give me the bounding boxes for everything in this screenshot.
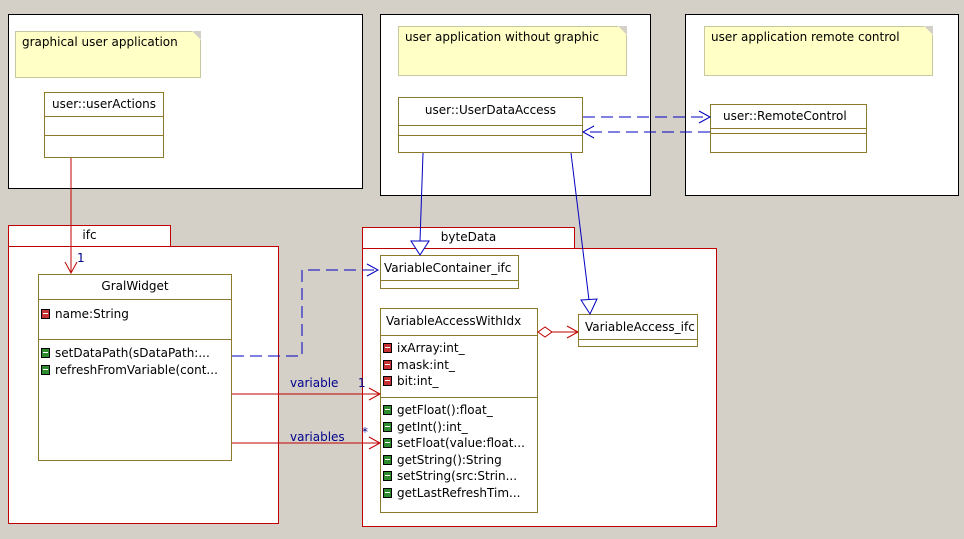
public-operation-icon <box>41 364 50 375</box>
private-attribute-icon <box>383 376 392 386</box>
class-operations: getFloat():float_ getInt():int_ setFloat… <box>381 398 537 501</box>
class-name: VariableAccessWithIdx <box>381 309 537 336</box>
class-variable-container-ifc[interactable]: VariableContainer_ifc <box>380 255 519 289</box>
public-operation-icon <box>41 348 50 358</box>
class-remote-control[interactable]: user::RemoteControl <box>710 104 867 153</box>
public-operation-icon <box>383 405 392 415</box>
operation-row: setString(src:Strin... <box>381 468 537 485</box>
class-attributes <box>399 126 582 136</box>
attribute-label: name:String <box>55 307 129 321</box>
class-attributes: ixArray:int_ mask:int_ bit:int_ <box>381 336 537 398</box>
class-name: GralWidget <box>39 275 231 300</box>
public-operation-icon <box>383 421 392 432</box>
private-attribute-icon <box>383 343 392 353</box>
class-attributes <box>45 117 163 136</box>
attribute-label: ixArray:int_ <box>397 341 465 355</box>
private-attribute-icon <box>383 359 392 370</box>
class-name: VariableAccess_ifc <box>579 315 697 340</box>
package-bytedata-label: byteData <box>440 230 497 244</box>
class-name: user::UserDataAccess <box>399 98 582 126</box>
operation-row: getLastRefreshTim... <box>381 485 537 502</box>
class-name: VariableContainer_ifc <box>381 256 518 281</box>
operation-label: getInt():int_ <box>397 419 468 434</box>
class-user-actions[interactable]: user::userActions <box>44 92 164 158</box>
class-attributes <box>711 129 866 134</box>
attribute-row: mask:int_ <box>381 357 537 374</box>
attribute-row: name:String <box>39 306 231 323</box>
package-ifc-tab: ifc <box>8 225 171 247</box>
class-user-data-access[interactable]: user::UserDataAccess <box>398 97 583 153</box>
operation-row: getString():String <box>381 452 537 469</box>
operation-label: setDataPath(sDataPath:... <box>55 346 210 360</box>
package-bytedata-tab: byteData <box>362 227 575 249</box>
attribute-row: bit:int_ <box>381 373 537 390</box>
class-gral-widget[interactable]: GralWidget name:String setDataPath(sData… <box>38 274 232 461</box>
operation-label: getFloat():float_ <box>397 403 493 417</box>
operation-row: getInt():int_ <box>381 419 537 436</box>
operation-label: setFloat(value:float... <box>397 436 525 450</box>
note-user-application-without-graphic: user application without graphic <box>398 26 627 76</box>
operation-label: refreshFromVariable(cont... <box>55 362 218 377</box>
note-text: user application without graphic <box>405 30 599 44</box>
operation-label: getString():String <box>397 452 502 467</box>
operation-label: getLastRefreshTim... <box>397 485 521 500</box>
attribute-label: bit:int_ <box>397 374 439 388</box>
operation-row: refreshFromVariable(cont... <box>39 362 231 379</box>
attribute-label: mask:int_ <box>397 357 455 372</box>
public-operation-icon <box>383 471 392 481</box>
note-graphical-user-application: graphical user application <box>15 31 201 78</box>
class-name: user::RemoteControl <box>711 105 866 129</box>
class-variable-access-ifc[interactable]: VariableAccess_ifc <box>578 314 698 347</box>
public-operation-icon <box>383 454 392 465</box>
note-text: graphical user application <box>22 35 178 49</box>
attribute-row: ixArray:int_ <box>381 340 537 357</box>
assoc-variables-label: variables <box>290 430 345 444</box>
package-ifc-label: ifc <box>82 228 97 242</box>
public-operation-icon <box>383 487 392 498</box>
class-variable-access-with-idx[interactable]: VariableAccessWithIdx ixArray:int_ mask:… <box>380 308 538 513</box>
note-text: user application remote control <box>711 30 900 44</box>
class-operations: setDataPath(sDataPath:... refreshFromVar… <box>39 340 231 378</box>
operation-row: getFloat():float_ <box>381 402 537 419</box>
private-attribute-icon <box>41 309 50 319</box>
public-operation-icon <box>383 438 392 448</box>
assoc-variable-label: variable <box>290 376 338 390</box>
operation-row: setDataPath(sDataPath:... <box>39 345 231 362</box>
class-attributes: name:String <box>39 300 231 340</box>
note-user-application-remote-control: user application remote control <box>704 26 933 76</box>
class-name: user::userActions <box>45 93 163 117</box>
operation-row: setFloat(value:float... <box>381 435 537 452</box>
operation-label: setString(src:Strin... <box>397 469 518 483</box>
